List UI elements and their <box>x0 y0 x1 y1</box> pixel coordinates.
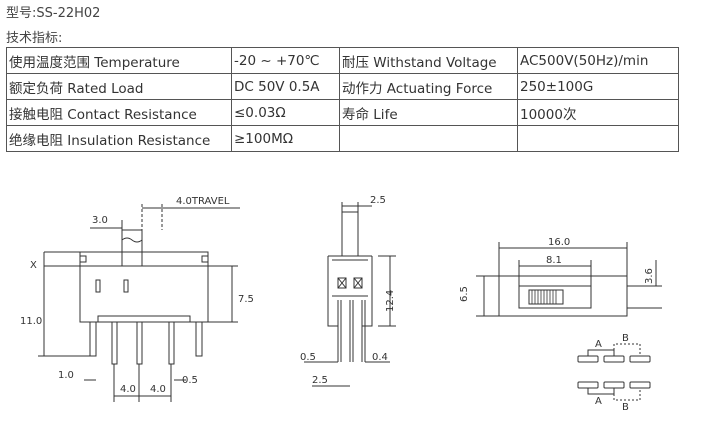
spec-label: 绝缘电阻 Insulation Resistance <box>6 125 232 152</box>
slot <box>123 279 129 293</box>
slot <box>95 279 101 293</box>
slide-knob <box>528 289 564 305</box>
spec-table: 使用温度范围 Temperature -20 ~ +70℃ 耐压 Withsta… <box>6 47 679 152</box>
actuator <box>341 211 359 257</box>
dim-label: 0.4 <box>372 352 388 363</box>
pad <box>629 355 651 363</box>
pad-label: B <box>622 402 629 413</box>
pad <box>629 381 651 389</box>
dim-label: 4.0 <box>150 384 166 395</box>
dim-label: 7.5 <box>238 294 254 305</box>
spec-label: 使用温度范围 Temperature <box>6 47 232 74</box>
pad-label: B <box>622 333 629 344</box>
pad-label: A <box>595 396 602 407</box>
pin <box>136 321 143 365</box>
pin <box>89 321 97 357</box>
spec-value: 250±100G <box>517 73 679 100</box>
spec-value: AC500V(50Hz)/min <box>517 47 679 74</box>
dim-label: 1.0 <box>58 370 74 381</box>
travel-label: 4.0TRAVEL <box>176 196 230 207</box>
front-dimensions: 4.0TRAVEL 3.0 X 11.0 7.5 1.0 0.5 4.0 4.0 <box>20 196 254 395</box>
actuator <box>121 229 143 267</box>
spec-heading: 技术指标: <box>6 31 63 46</box>
pad-label: A <box>595 339 602 350</box>
spec-label: 耐压 Withstand Voltage <box>339 47 518 74</box>
dim-label: 0.5 <box>182 375 198 386</box>
pin <box>111 321 118 365</box>
slide-window <box>518 285 592 309</box>
dim-label: 0.5 <box>300 352 316 363</box>
spec-value: DC 50V 0.5A <box>231 73 340 100</box>
dim-label: 2.5 <box>370 195 386 206</box>
spec-label: 寿命 Life <box>339 99 518 126</box>
spec-label <box>339 125 518 152</box>
table-row: 绝缘电阻 Insulation Resistance ≥100MΩ <box>6 125 679 152</box>
dimension-drawing: 4.0TRAVEL 3.0 X 11.0 7.5 1.0 0.5 4.0 4.0 <box>20 195 662 413</box>
spec-label: 接触电阻 Contact Resistance <box>6 99 232 126</box>
switch-body <box>79 251 209 323</box>
spec-value <box>517 125 679 152</box>
body-tab <box>201 255 209 263</box>
table-row: 额定负荷 Rated Load DC 50V 0.5A 动作力 Actuatin… <box>6 73 679 100</box>
switch-top <box>498 275 628 317</box>
dim-label: 2.5 <box>312 375 328 386</box>
dim-label: 12.4 <box>385 290 396 312</box>
dim-label: 11.0 <box>20 316 42 327</box>
spec-value: ≥100MΩ <box>231 125 340 152</box>
dim-label: 3.0 <box>92 215 108 226</box>
dim-label: X <box>30 260 37 271</box>
dim-label: 3.6 <box>644 268 655 284</box>
spec-value: -20 ~ +70℃ <box>231 47 340 74</box>
spec-label: 额定负荷 Rated Load <box>6 73 232 100</box>
front-view <box>38 204 240 402</box>
dim-label: 16.0 <box>548 237 570 248</box>
spec-label: 动作力 Actuating Force <box>339 73 518 100</box>
top-dimensions: 16.0 8.1 6.5 3.6 A B A B <box>459 237 655 413</box>
table-row: 接触电阻 Contact Resistance ≤0.03Ω 寿命 Life 1… <box>6 99 679 126</box>
dim-label: 6.5 <box>459 286 470 302</box>
dim-label: 8.1 <box>546 255 562 266</box>
side-view <box>304 202 396 387</box>
spec-value: 10000次 <box>517 99 679 126</box>
pad <box>577 381 599 389</box>
spec-value: ≤0.03Ω <box>231 99 340 126</box>
pin <box>168 321 175 365</box>
table-row: 使用温度范围 Temperature -20 ~ +70℃ 耐压 Withsta… <box>6 47 679 74</box>
dim-label: 4.0 <box>120 384 136 395</box>
pin <box>195 321 203 357</box>
top-view <box>476 242 662 401</box>
pad <box>603 355 625 363</box>
pad <box>603 381 625 389</box>
side-dimensions: 2.5 12.4 0.5 0.4 2.5 <box>300 195 396 386</box>
model-number: 型号:SS-22H02 <box>6 6 101 21</box>
pad <box>577 355 599 363</box>
body-tab <box>79 255 87 263</box>
